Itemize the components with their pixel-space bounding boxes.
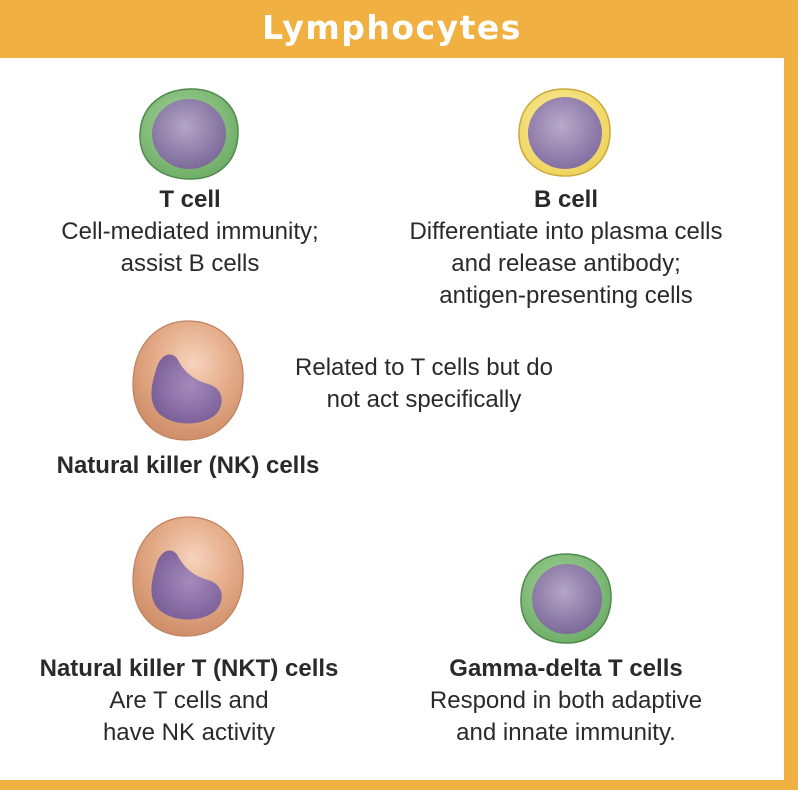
panel-body xyxy=(0,58,784,780)
panel-border-bottom xyxy=(0,780,798,790)
t-cell-desc-line-1: Cell-mediated immunity; xyxy=(61,218,319,245)
panel-border-right xyxy=(784,0,798,790)
t-cell-icon xyxy=(139,88,239,180)
b-cell-name: B cell xyxy=(533,186,599,213)
nk-note-line-2: not act specifically xyxy=(326,386,522,413)
nkt-cell-name: Natural killer T (NKT) cells xyxy=(39,655,339,682)
b-cell-label: B cell Differentiate into plasma cells a… xyxy=(366,184,766,312)
t-cell-name: T cell xyxy=(159,186,221,213)
gamma-delta-t-cell-icon xyxy=(520,553,612,644)
b-cell-desc-line-3: antigen-presenting cells xyxy=(439,282,693,309)
gamma-delta-t-cell-desc-line-2: and innate immunity. xyxy=(456,719,676,746)
gamma-delta-t-cell-label: Gamma-delta T cells Respond in both adap… xyxy=(386,653,746,749)
nk-note-line-1: Related to T cells but do xyxy=(295,354,553,381)
nk-cell-name: Natural killer (NK) cells xyxy=(56,452,320,479)
nk-cell-note: Related to T cells but do not act specif… xyxy=(254,352,594,416)
panel-header xyxy=(0,0,784,58)
b-cell-icon xyxy=(518,88,611,177)
t-cell-desc-line-2: assist B cells xyxy=(120,250,260,277)
nk-cell-label: Natural killer (NK) cells xyxy=(10,450,366,482)
b-cell-desc-line-1: Differentiate into plasma cells xyxy=(409,218,723,245)
gamma-delta-t-cell-name: Gamma-delta T cells xyxy=(449,655,683,682)
nkt-cell-desc-line-1: Are T cells and xyxy=(109,687,269,714)
gamma-delta-t-cell-desc-line-1: Respond in both adaptive xyxy=(429,687,703,714)
nkt-cell-desc-line-2: have NK activity xyxy=(102,719,276,746)
nkt-cell-label: Natural killer T (NKT) cells Are T cells… xyxy=(6,653,372,749)
b-cell-desc-line-2: and release antibody; xyxy=(451,250,681,277)
nkt-cell-icon xyxy=(132,516,244,637)
page-title: Lymphocytes xyxy=(262,8,522,47)
t-cell-label: T cell Cell-mediated immunity; assist B … xyxy=(10,184,370,280)
nk-cell-icon xyxy=(132,320,244,441)
